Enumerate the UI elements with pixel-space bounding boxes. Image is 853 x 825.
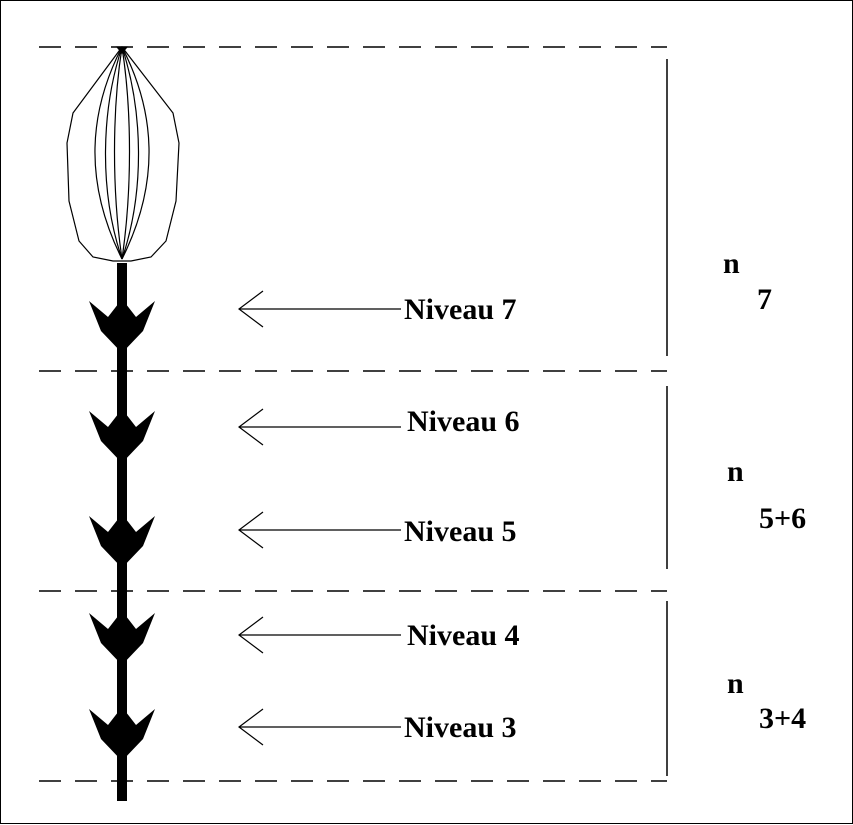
label-niveau-4: Niveau 4 [407, 619, 520, 652]
label-niveau-6: Niveau 6 [407, 405, 520, 438]
arrow-niveau-3 [238, 708, 401, 746]
node-niveau-7 [89, 299, 155, 353]
arrow-niveau-6 [238, 408, 401, 446]
label-niveau-3: Niveau 3 [404, 711, 517, 744]
label-niveau-7: Niveau 7 [404, 293, 517, 326]
group-n7-symbol: n [723, 247, 740, 280]
arrow-niveau-7 [238, 290, 401, 328]
label-niveau-5: Niveau 5 [404, 515, 517, 548]
node-niveau-6 [89, 409, 155, 463]
node-niveau-5 [89, 514, 155, 568]
node-niveau-4 [89, 611, 155, 665]
group-n5-6-subscript: 5+6 [759, 502, 807, 535]
arrow-niveau-4 [238, 616, 401, 654]
flower-bud [66, 46, 180, 262]
group-n3-4-symbol: n [727, 667, 744, 700]
node-niveau-3 [89, 707, 155, 761]
group-n3-4-subscript: 3+4 [759, 702, 807, 735]
arrow-niveau-5 [238, 511, 401, 549]
group-n5-6-symbol: n [727, 455, 744, 488]
group-n7-subscript: 7 [757, 283, 772, 316]
